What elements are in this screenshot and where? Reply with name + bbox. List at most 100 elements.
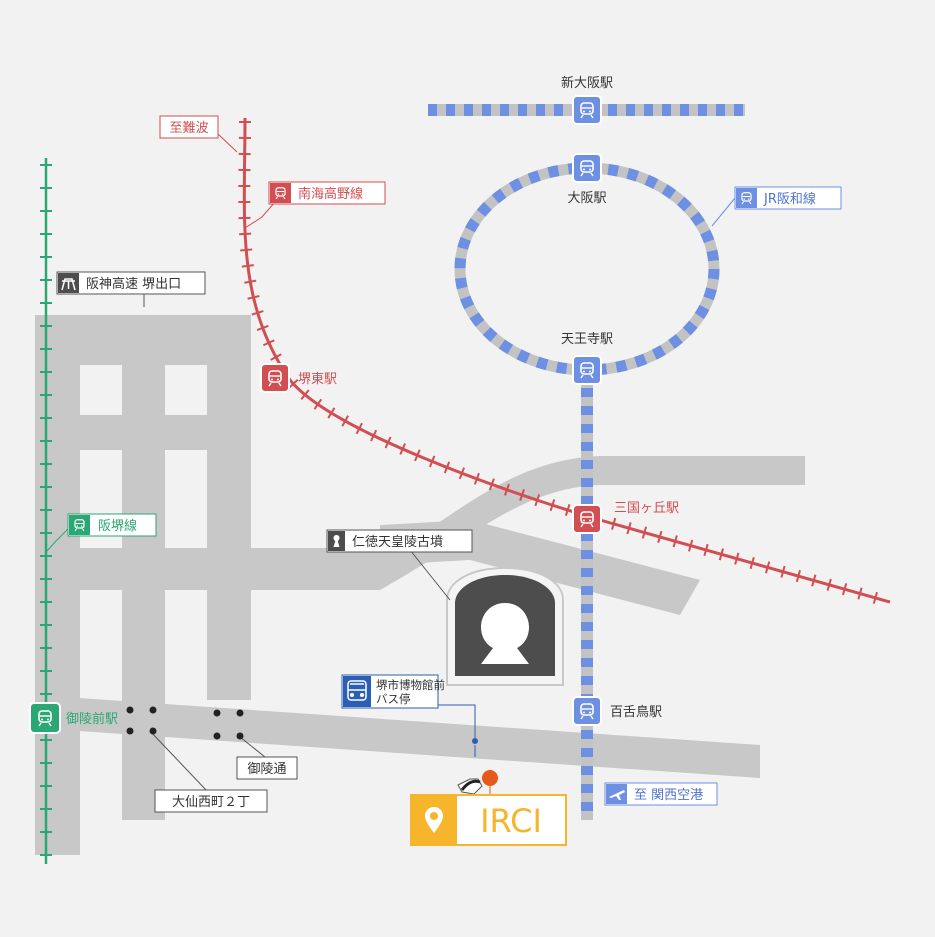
rail-tie	[458, 467, 465, 480]
rail-tie	[734, 552, 740, 565]
highway-cross-mid	[35, 415, 251, 450]
plane-icon	[609, 790, 625, 800]
irci-label[interactable]: IRCI	[410, 794, 567, 846]
rail-tie	[657, 530, 663, 543]
road-east-west	[35, 456, 805, 590]
bus-stop-label[interactable]: 堺市博物館前 バス停	[341, 674, 445, 709]
mikunigaoka-label: 三国ヶ丘駅	[614, 501, 679, 516]
daisen-text: 大仙西町２丁	[172, 795, 250, 810]
rail-tie	[270, 353, 282, 361]
daisen-label[interactable]: 大仙西町２丁	[154, 789, 268, 813]
highway-cross-top	[35, 315, 251, 365]
rail-tie	[626, 522, 632, 535]
highway-icon	[61, 278, 76, 291]
to-kansai-airport-label[interactable]: 至 関西空港	[604, 782, 718, 806]
nankai-koya-line-label[interactable]: 南海高野線	[268, 181, 386, 205]
nintoku-text: 仁徳天皇陵古墳	[352, 535, 443, 550]
rail-tie	[749, 556, 755, 570]
rail-tie	[780, 565, 786, 578]
rail-tie	[534, 494, 541, 507]
shin-osaka-label: 新大阪駅	[561, 75, 613, 91]
rail-tie	[641, 526, 648, 539]
rail-tie	[428, 455, 436, 468]
rail-tie	[355, 422, 363, 435]
nankai-koya-text: 南海高野線	[298, 186, 363, 202]
station-osaka[interactable]: 大阪駅	[567, 153, 607, 206]
keyhole-icon	[333, 535, 340, 547]
mozu-label: 百舌鳥駅	[610, 705, 662, 720]
rail-tie	[443, 461, 451, 474]
irci-text: IRCI	[480, 802, 542, 840]
rail-tie	[300, 389, 310, 401]
to-namba-label[interactable]: 至難波	[159, 115, 219, 139]
station-mikunigaoka[interactable]: 三国ヶ丘駅	[572, 501, 679, 534]
station-goryomae[interactable]: 御陵前駅	[29, 702, 118, 734]
rail-tie	[504, 483, 510, 496]
rail-tie	[688, 539, 694, 552]
rail-tie	[414, 449, 421, 462]
station-tennoji[interactable]: 天王寺駅	[561, 332, 613, 385]
leader-lines	[45, 133, 736, 792]
rail-tie	[384, 436, 392, 449]
station-mozu[interactable]: 百舌鳥駅	[572, 696, 662, 726]
rail-tie	[240, 248, 253, 252]
rail-tie	[241, 264, 254, 268]
jr-hanwa-label: JR阪和線	[763, 191, 816, 207]
hankai-line-text: 阪堺線	[98, 518, 137, 534]
rail-tie	[703, 543, 709, 557]
rail-tie	[857, 587, 863, 600]
goryo-dori-label[interactable]: 御陵通	[236, 756, 298, 780]
rail-tie	[262, 339, 275, 347]
rail-tie	[288, 379, 299, 389]
irci-building	[457, 770, 498, 795]
rail-tie	[564, 503, 571, 517]
hankai-line	[40, 158, 52, 864]
rail-tie	[370, 429, 378, 442]
rail-tie	[313, 398, 323, 410]
rail-tie	[549, 499, 556, 512]
rail-tie	[473, 472, 480, 485]
rail-tie	[399, 443, 406, 455]
rail-tie	[611, 517, 617, 530]
rail-tie	[488, 478, 495, 491]
tennoji-label: 天王寺駅	[561, 332, 613, 347]
bus-stop-line2: バス停	[376, 692, 411, 706]
station-shin-osaka[interactable]: 新大阪駅	[561, 75, 613, 125]
location-pin-icon	[425, 807, 443, 833]
to-kansai-text: 至 関西空港	[634, 788, 703, 803]
sakai-higashi-label: 堺東駅	[298, 371, 337, 387]
nankai-koya-line	[238, 117, 891, 604]
rail-tie	[239, 232, 252, 236]
rail-tie	[872, 591, 878, 604]
rail-tie	[244, 279, 257, 284]
rail-tie	[519, 488, 525, 501]
rail-tie	[672, 535, 678, 548]
rail-tie	[247, 294, 260, 300]
goryomae-label: 御陵前駅	[66, 711, 118, 727]
jr-hanwa-line-label[interactable]: JR阪和線	[734, 186, 842, 210]
rail-tie	[795, 570, 801, 583]
hanshin-exit-text: 阪神高速 堺出口	[86, 276, 181, 292]
to-namba-text: 至難波	[169, 121, 208, 136]
nintoku-tomb	[446, 566, 564, 686]
rail-tie	[256, 324, 269, 332]
osaka-label: 大阪駅	[567, 191, 606, 206]
rail-tie	[327, 407, 336, 419]
nintoku-label[interactable]: 仁徳天皇陵古墳	[326, 529, 473, 553]
bus-stop-line1: 堺市博物館前	[376, 678, 445, 692]
rail-tie	[841, 583, 848, 596]
bus-icon	[347, 680, 367, 701]
hankai-line-label[interactable]: 阪堺線	[67, 513, 157, 537]
keyhole-tomb-icon	[481, 603, 529, 664]
rail-tie	[251, 310, 264, 316]
rail-tie	[341, 415, 349, 427]
rail-tie	[826, 578, 832, 591]
highway-road-right	[207, 315, 251, 700]
rail-tie	[718, 548, 725, 561]
hanshin-exit-label[interactable]: 阪神高速 堺出口	[56, 271, 206, 295]
roads	[35, 315, 805, 855]
goryo-dori-text: 御陵通	[247, 762, 286, 777]
rail-tie	[765, 561, 771, 574]
station-sakai-higashi[interactable]: 堺東駅	[260, 363, 337, 393]
